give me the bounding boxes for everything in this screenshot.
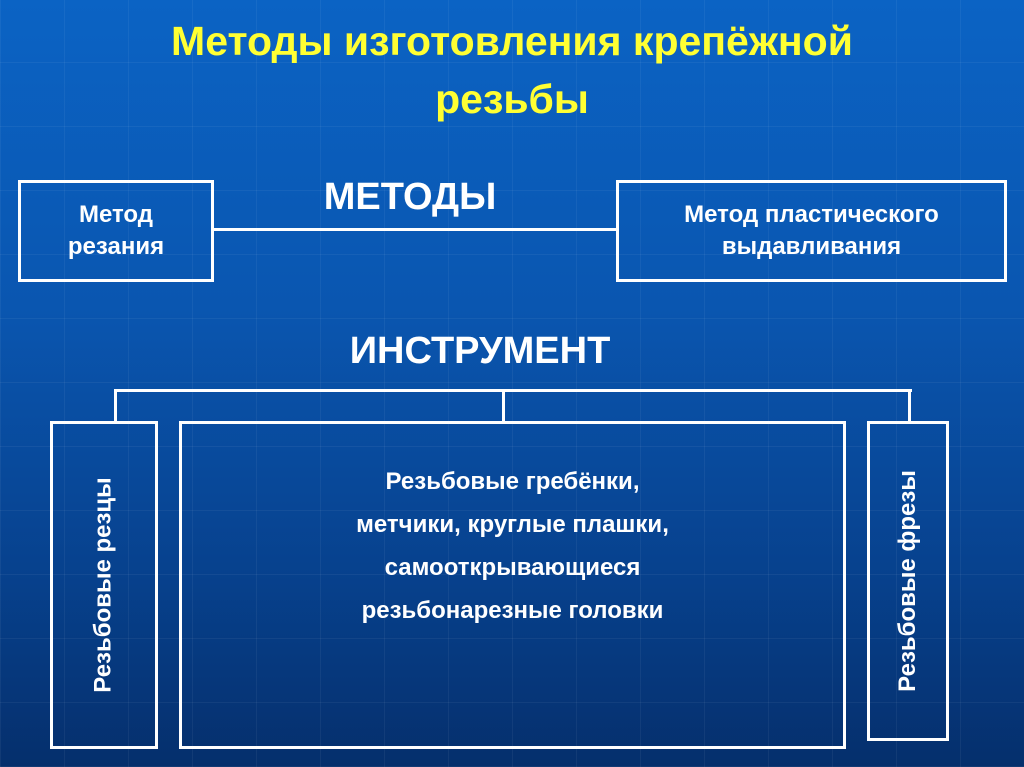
slide-title: Методы изготовления крепёжной резьбы [171,18,853,122]
method-plastic-box: Метод пластического выдавливания [616,180,1007,282]
tools-heading: ИНСТРУМЕНТ [349,330,611,372]
methods-heading: МЕТОДЫ [323,176,497,218]
method-plastic-label: Метод пластического выдавливания [684,201,939,260]
tool-mills-label: Резьбовые фрезы [894,470,921,692]
tools-bracket-right [908,389,911,422]
tool-mills-box: Резьбовые фрезы [867,421,949,741]
tool-cutters-label: Резьбовые резцы [90,477,118,693]
tools-bracket-left [114,389,117,422]
tool-center-box: Резьбовые гребёнки, метчики, круглые пла… [179,421,846,749]
tool-cutters-box: Резьбовые резцы [50,421,158,749]
methods-connector [213,228,617,231]
tools-bracket-center [502,389,505,422]
method-cutting-box: Метод резания [18,180,214,282]
method-cutting-label: Метод резания [67,201,165,260]
tool-center-label: Резьбовые гребёнки, метчики, круглые пла… [356,468,669,624]
tools-bracket-top [114,389,912,392]
